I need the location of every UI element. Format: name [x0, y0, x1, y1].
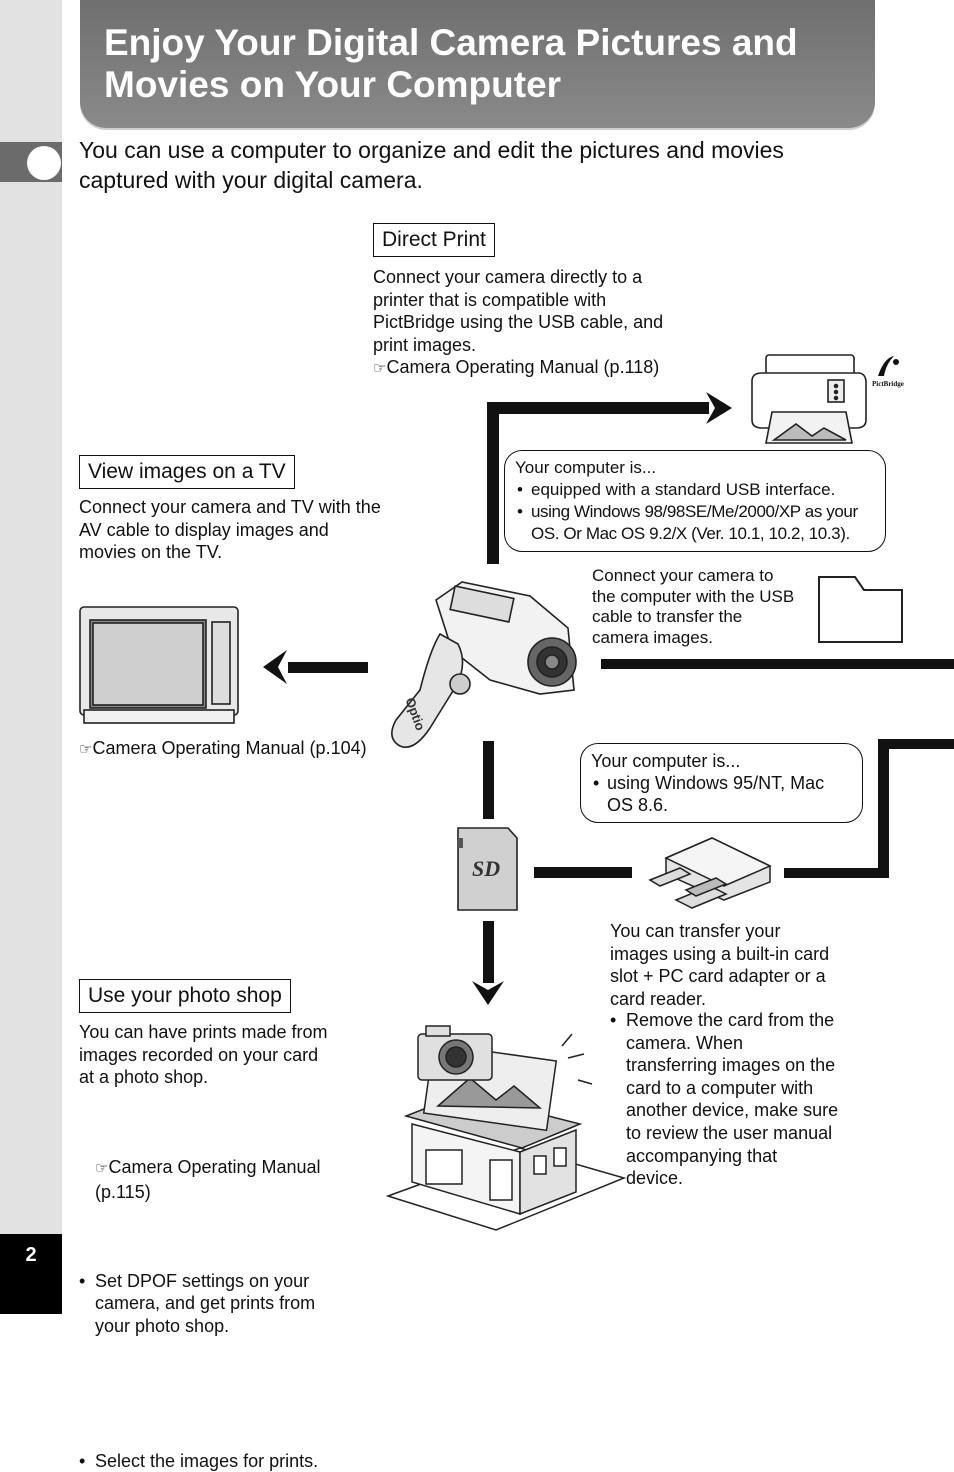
tv-ref: ☞Camera Operating Manual (p.104) [79, 738, 367, 758]
tv-arrow [263, 650, 368, 684]
usb-condition-item: using Windows 98/98SE/Me/2000/XP as your… [515, 501, 875, 545]
photo-shop-text: You can have prints made from images rec… [79, 1022, 328, 1088]
diagram-graphics: PictBridge Optio SD [79, 354, 954, 1231]
printer-icon [751, 354, 867, 444]
sd-reader-line [534, 867, 632, 878]
page-number: 2 [25, 1244, 37, 1266]
shop-arrow [472, 921, 504, 1005]
pointing-hand-icon: ☞ [373, 360, 387, 377]
page-sidebar [0, 0, 62, 1314]
printer-arrow [487, 392, 732, 564]
usb-condition-item: equipped with a standard USB interface. [515, 479, 875, 501]
direct-print-text: Connect your camera directly to a printe… [373, 267, 664, 355]
intro-text: You can use a computer to organize and e… [79, 137, 784, 193]
usb-computer-condition-box: Your computer is... equipped with a stan… [504, 450, 886, 552]
pictbridge-logo: PictBridge [872, 356, 904, 388]
camera-icon: Optio [391, 581, 577, 748]
card-computer-line [784, 739, 954, 878]
computer-line [601, 659, 954, 669]
tv-label: View images on a TV [79, 455, 295, 489]
direct-print-label: Direct Print [373, 223, 495, 257]
pointing-hand-icon: ☞ [95, 1160, 109, 1177]
card-condition-title: Your computer is... [591, 751, 741, 771]
card-condition-item: using Windows 95/NT, Mac OS 8.6. [591, 772, 852, 816]
tv-text: Connect your camera and TV with the AV c… [79, 497, 381, 563]
direct-print-ref: ☞Camera Operating Manual (p.118) [373, 357, 660, 377]
sd-card-icon: SD [457, 827, 518, 911]
pictbridge-logo-text: PictBridge [872, 380, 904, 388]
card-reader-bullet: Remove the card from the camera. When tr… [610, 1009, 886, 1190]
tv-icon [79, 606, 239, 724]
photo-shop-ref: ☞Camera Operating Manual (p.115) [95, 1157, 321, 1202]
chapter-tab-circle [27, 146, 61, 180]
computer-folder-icon [818, 576, 903, 643]
usb-condition-title: Your computer is... [515, 458, 657, 477]
title-banner [80, 0, 875, 128]
camera-sd-line [483, 741, 494, 819]
card-reader-icon [648, 837, 772, 909]
page-number-box [0, 1234, 62, 1314]
photo-shop-bullet-2: Select the images for prints. [79, 1450, 375, 1472]
sd-card-text: SD [472, 856, 500, 881]
card-computer-condition-box: Your computer is... using Windows 95/NT,… [580, 743, 863, 823]
usb-computer-text: Connect your camera to the computer with… [592, 566, 795, 647]
photo-shop-icon [385, 1025, 627, 1231]
page-title: Enjoy Your Digital Camera Pictures and M… [104, 22, 798, 105]
pointing-hand-icon: ☞ [79, 741, 93, 758]
card-reader-text: You can transfer your images using a bui… [610, 921, 830, 1009]
photo-shop-label: Use your photo shop [79, 979, 291, 1013]
photo-shop-bullet-1: Set DPOF settings on your camera, and ge… [79, 1270, 375, 1338]
